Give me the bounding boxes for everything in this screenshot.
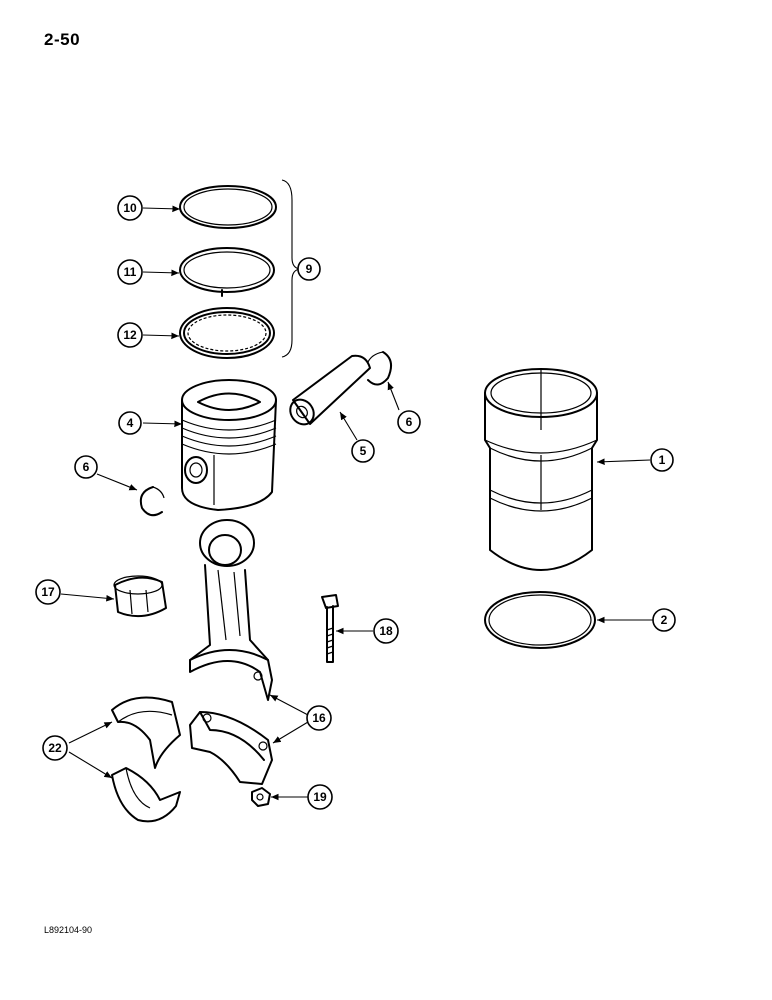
liner-o-ring: [484, 591, 596, 649]
connecting-rod-bolt: [321, 594, 339, 663]
svg-text:18: 18: [379, 624, 393, 638]
callout-10: 10: [117, 195, 143, 221]
snap-ring-right: [367, 351, 393, 386]
callout-9: 9: [297, 257, 321, 281]
svg-text:16: 16: [312, 711, 326, 725]
callout-17: 17: [35, 579, 61, 605]
svg-text:11: 11: [124, 265, 137, 279]
svg-text:6: 6: [406, 415, 413, 429]
callout-18: 18: [373, 618, 399, 644]
piston-ring-top: [179, 185, 277, 229]
piston: [181, 379, 277, 511]
callout-11: 11: [117, 259, 143, 285]
callout-2: 2: [652, 608, 676, 632]
callout-22: 22: [42, 735, 68, 761]
svg-text:9: 9: [306, 262, 313, 276]
callout-6-right: 6: [397, 410, 421, 434]
bearing-shell-upper: [111, 696, 181, 769]
connecting-rod: [189, 519, 273, 701]
svg-text:4: 4: [127, 416, 134, 430]
callout-4: 4: [118, 411, 142, 435]
piston-pin-bushing: [113, 575, 167, 618]
svg-text:5: 5: [360, 444, 367, 458]
svg-text:17: 17: [41, 585, 55, 599]
svg-text:10: 10: [123, 201, 137, 215]
svg-text:2: 2: [661, 613, 668, 627]
connecting-rod-cap: [189, 711, 273, 785]
callout-19: 19: [307, 784, 333, 810]
piston-ring-oil: [179, 307, 275, 359]
connecting-rod-nut: [251, 787, 271, 807]
piston-ring-second: [179, 247, 275, 297]
callout-5: 5: [351, 439, 375, 463]
svg-text:1: 1: [659, 453, 666, 467]
callout-16: 16: [306, 705, 332, 731]
bearing-shell-lower: [111, 767, 181, 823]
figure-id: L892104-90: [44, 925, 93, 935]
piston-pin: [289, 354, 371, 426]
callout-6-left: 6: [74, 455, 98, 479]
svg-text:6: 6: [83, 460, 90, 474]
page-number: 2-50: [44, 30, 81, 49]
callout-12: 12: [117, 322, 143, 348]
svg-text:12: 12: [123, 328, 137, 342]
cylinder-liner: [484, 368, 598, 571]
svg-text:22: 22: [48, 741, 62, 755]
callout-1: 1: [650, 448, 674, 472]
svg-text:19: 19: [313, 790, 327, 804]
snap-ring-left: [139, 486, 165, 517]
